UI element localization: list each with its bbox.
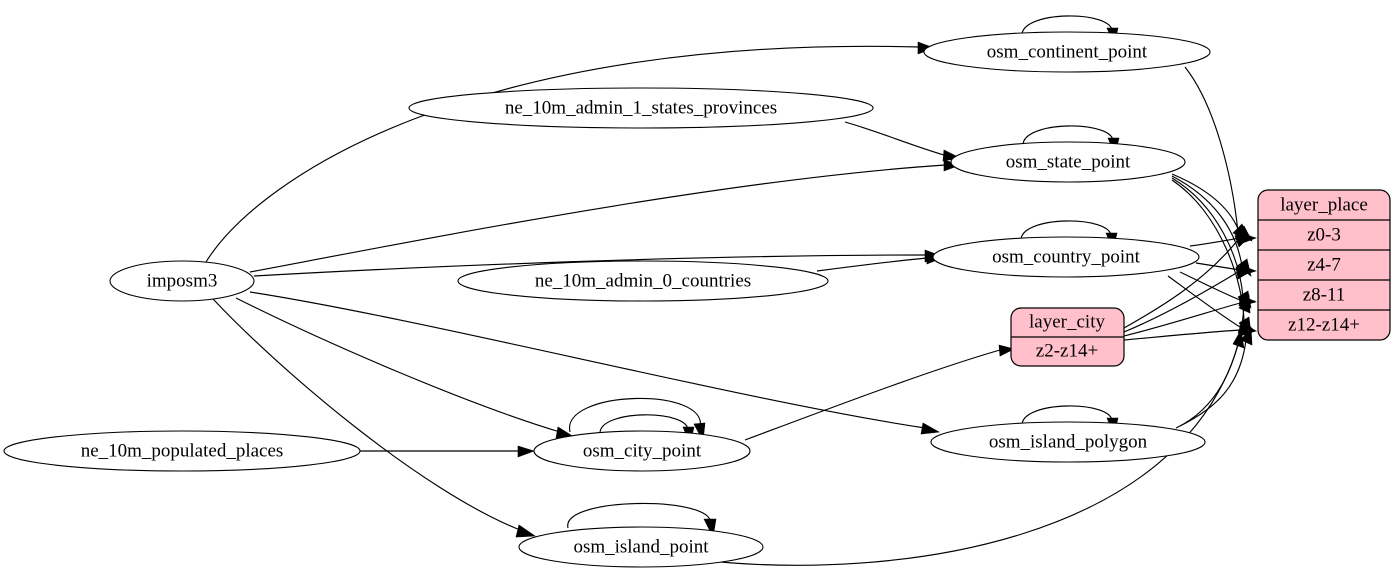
layer_place-row-z4-7[interactable]: z4-7 [1307, 254, 1341, 275]
edge-layer_city-to-layer_place-z12-z14 [1123, 329, 1241, 341]
node-shape[interactable] [518, 526, 764, 568]
node-shape[interactable] [3, 430, 361, 472]
node-osm_state_point[interactable]: osm_state_point [950, 141, 1186, 183]
node-osm_country_point[interactable]: osm_country_point [932, 236, 1200, 278]
node-shape[interactable] [950, 141, 1186, 183]
edge-layer [205, 15, 1257, 566]
arrowhead [1234, 235, 1251, 248]
node-shape[interactable] [932, 236, 1200, 278]
node-label: imposm3 [147, 270, 218, 291]
edge-osm_continent_point-to-layer_place-z0-3 [1184, 66, 1239, 233]
edge-osm_city_point-to-layer_city [744, 349, 1001, 441]
edge-ne_states-to-osm_state_point [844, 121, 945, 156]
edge-self-loop-osm_country_point [1020, 220, 1112, 242]
edge-ne_countries-to-osm_country_point [816, 257, 928, 272]
node-ne_10m_populated_places[interactable]: ne_10m_populated_places [3, 430, 361, 472]
node-osm_continent_point[interactable]: osm_continent_point [923, 31, 1211, 73]
record-node-layer: layer_place z0-3 z4-7 z8-11 z12-z14+ lay… [1010, 189, 1391, 367]
arrowhead [998, 344, 1015, 357]
edge-imposm3-to-osm_island_point [212, 298, 521, 531]
edge-osm_country_point-to-layer_place-z12-z14 [1167, 275, 1241, 328]
layer_city-row-z2-z14[interactable]: z2-z14+ [1036, 340, 1098, 361]
node-label: ne_10m_admin_1_states_provinces [505, 97, 777, 118]
layer_place-box[interactable] [1257, 189, 1391, 341]
node-shape[interactable] [408, 87, 874, 129]
edge-imposm3-to-osm_state_point [249, 164, 946, 273]
node-osm_city_point[interactable]: osm_city_point [533, 430, 751, 472]
edge-osm_island_polygon-to-layer_place-z12-z14 [1179, 339, 1247, 427]
layer_place-row-z12-z14[interactable]: z12-z14+ [1288, 314, 1360, 335]
node-imposm3[interactable]: imposm3 [109, 260, 255, 302]
edge-osm_island_point-to-layer_place-z12-z14 [699, 344, 1239, 566]
node-label: ne_10m_populated_places [81, 440, 284, 461]
edge-osm_state_point-to-layer_place-z4-7 [1171, 175, 1243, 267]
record-node-layer_place[interactable]: layer_place z0-3 z4-7 z8-11 z12-z14+ [1257, 189, 1391, 341]
node-osm_island_polygon[interactable]: osm_island_polygon [930, 421, 1206, 463]
arrowhead [1240, 326, 1253, 346]
arrowhead [1238, 294, 1251, 314]
node-layer: imposm3 ne_10m_admin_1_states_provinces … [3, 31, 1211, 568]
arrowhead [920, 422, 940, 435]
arrowhead [1232, 329, 1245, 349]
edge-osm_state_point-to-layer_place-z8-11 [1171, 177, 1244, 299]
edge-layer_city-to-layer_place-z8-11 [1123, 302, 1241, 337]
node-label: osm_state_point [1006, 151, 1131, 172]
node-label: osm_country_point [992, 246, 1140, 267]
edge-osm_state_point-to-layer_place-z0-3 [1171, 173, 1241, 235]
edge-layer_city-to-layer_place-z0-3 [1123, 239, 1239, 329]
edge-self-loop-osm_island_polygon [1021, 405, 1113, 427]
arrowhead [517, 445, 535, 458]
edge-self-loop-osm_city_point-inner [599, 414, 689, 435]
layer_place-title: layer_place [1280, 194, 1368, 215]
edge-self-loop-osm_state_point [1022, 125, 1114, 147]
node-label: osm_city_point [583, 440, 702, 461]
node-shape[interactable] [930, 421, 1206, 463]
edge-imposm3-to-osm_city_point [235, 297, 561, 433]
edge-imposm3-to-osm_island_polygon [249, 291, 926, 429]
arrowhead [515, 524, 536, 538]
node-label: osm_continent_point [987, 41, 1148, 62]
node-label: osm_island_point [573, 536, 709, 557]
node-shape[interactable] [457, 260, 829, 302]
node-shape[interactable] [923, 31, 1211, 73]
edge-imposm3-to-osm_continent_point [205, 45, 921, 263]
edge-self-loop-osm_island_point [567, 502, 711, 529]
node-shape[interactable] [533, 430, 751, 472]
edge-self-loop-osm_city_point-outer [569, 397, 701, 433]
layer_city-title: layer_city [1029, 311, 1105, 332]
node-shape[interactable] [109, 260, 255, 302]
edge-self-loop-osm_continent_point [1021, 15, 1113, 37]
edge-layer_city-to-layer_place-z4-7 [1123, 271, 1239, 333]
node-label: ne_10m_admin_0_countries [535, 270, 751, 291]
node-ne_10m_admin_1_states_provinces[interactable]: ne_10m_admin_1_states_provinces [408, 87, 874, 129]
arrowhead [1235, 266, 1252, 280]
edge-osm_country_point-to-layer_place-z8-11 [1179, 271, 1241, 301]
edge-imposm3-to-osm_country_point [253, 254, 926, 277]
layer_place-row-z0-3[interactable]: z0-3 [1307, 224, 1341, 245]
node-osm_island_point[interactable]: osm_island_point [518, 526, 764, 568]
node-label: osm_island_polygon [989, 431, 1148, 452]
layer_place-row-z8-11[interactable]: z8-11 [1303, 284, 1346, 305]
record-node-layer_city[interactable]: layer_city z2-z14+ [1010, 307, 1125, 367]
node-ne_10m_admin_0_countries[interactable]: ne_10m_admin_0_countries [457, 260, 829, 302]
